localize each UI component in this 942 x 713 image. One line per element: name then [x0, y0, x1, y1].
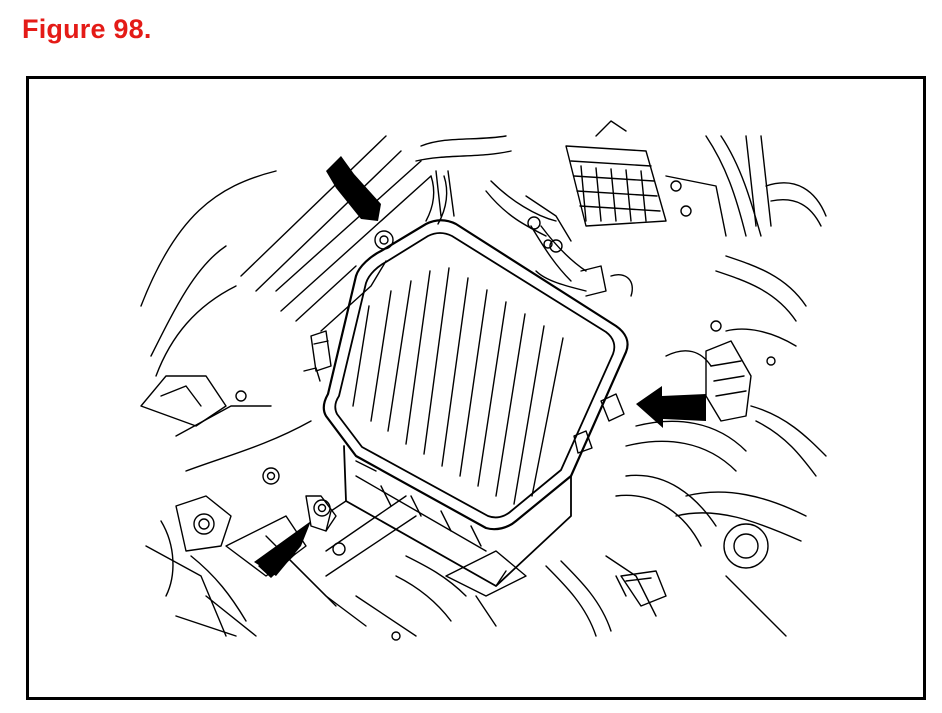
callout-arrow-bottom [254, 521, 311, 578]
figure-title: Figure 98. [22, 14, 152, 44]
figure-frame [26, 76, 926, 700]
engine-bay-line-drawing [26, 76, 923, 697]
air-filter-housing [303, 175, 629, 587]
callout-arrow-top [326, 156, 381, 221]
callout-arrow-right [636, 386, 706, 428]
background-components [140, 120, 827, 641]
